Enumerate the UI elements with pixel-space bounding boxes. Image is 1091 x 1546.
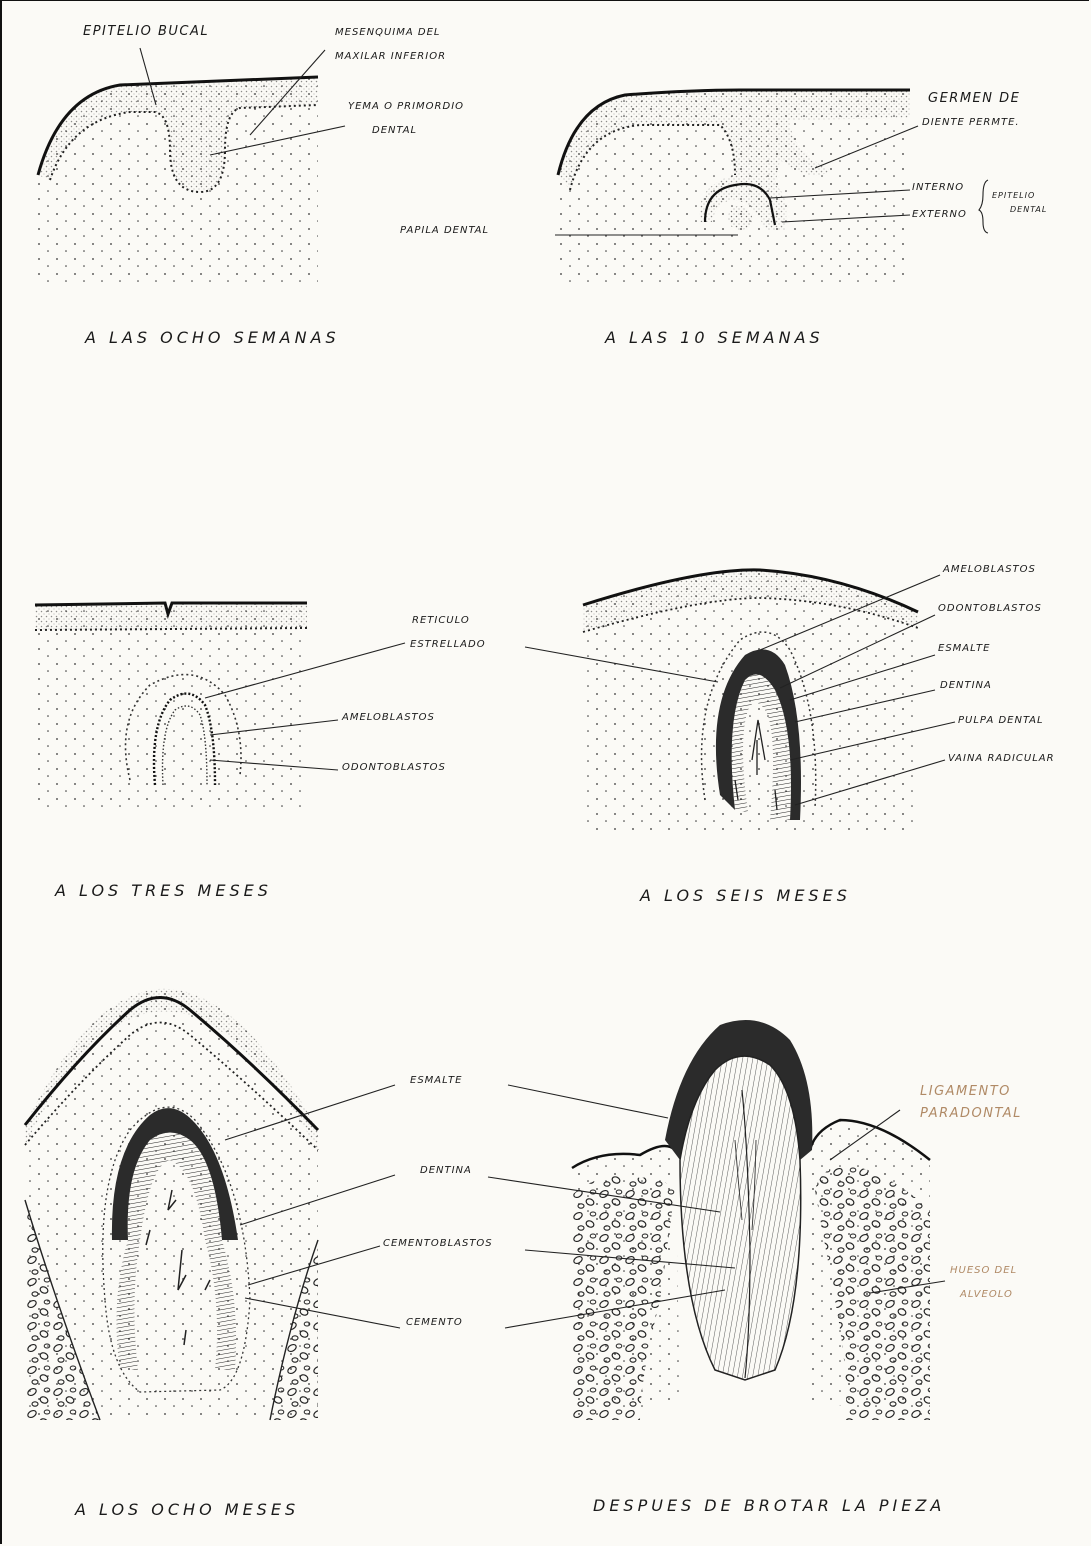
caption-3-months: A LOS TRES MESES: [55, 883, 272, 899]
label-mesenquima-line1: MESENQUIMA DEL: [335, 28, 440, 38]
label-dentina-6m: DENTINA: [940, 681, 992, 691]
label-cementoblastos: CEMENTOBLASTOS: [383, 1239, 493, 1249]
label-esmalte-6m: ESMALTE: [938, 644, 990, 654]
label-cemento: CEMENTO: [406, 1318, 463, 1328]
caption-6-months: A LOS SEIS MESES: [640, 888, 851, 904]
label-germen-line1: GERMEN DE: [928, 92, 1020, 105]
label-dentina-8m: DENTINA: [420, 1166, 472, 1176]
label-yema-line1: YEMA O PRIMORDIO: [348, 102, 464, 112]
label-mesenquima-line2: MAXILAR INFERIOR: [335, 52, 446, 62]
caption-10-weeks: A LAS 10 SEMANAS: [605, 330, 824, 346]
panel-8-months-drawing: [25, 989, 318, 1420]
label-vaina-radicular: VAINA RADICULAR: [948, 754, 1055, 764]
label-hueso-line2: ALVEOLO: [960, 1290, 1013, 1300]
label-reticulo-line1: RETICULO: [412, 616, 470, 626]
label-hueso-line1: HUESO DEL: [950, 1266, 1017, 1276]
label-interno: INTERNO: [912, 183, 964, 193]
label-yema-line2: DENTAL: [372, 126, 417, 136]
panel-3-months-drawing: [35, 603, 307, 808]
label-ameloblastos-3m: AMELOBLASTOS: [342, 713, 435, 723]
label-odontoblastos-6m: ODONTOBLASTOS: [938, 604, 1042, 614]
label-externo: EXTERNO: [912, 210, 967, 220]
label-germen-line2: DIENTE PERMTE.: [922, 118, 1020, 128]
panel-8-weeks-drawing: [38, 77, 318, 282]
label-epitelio-dental-line2: DENTAL: [1010, 206, 1047, 214]
caption-after-eruption: DESPUES DE BROTAR LA PIEZA: [593, 1498, 945, 1514]
label-reticulo-line2: ESTRELLADO: [410, 640, 486, 650]
panel-6-months-drawing: [583, 570, 918, 830]
label-papila-dental: PAPILA DENTAL: [400, 226, 489, 236]
label-epitelio-dental-line1: EPITELIO: [992, 192, 1035, 200]
label-ameloblastos-6m: AMELOBLASTOS: [943, 565, 1036, 575]
label-odontoblastos-3m: ODONTOBLASTOS: [342, 763, 446, 773]
label-ligamento-line2: PARADONTAL: [920, 1107, 1022, 1120]
label-ligamento-line1: LIGAMENTO: [920, 1085, 1011, 1098]
caption-8-months: A LOS OCHO MESES: [75, 1502, 299, 1518]
label-esmalte-8m: ESMALTE: [410, 1076, 462, 1086]
label-pulpa-dental: PULPA DENTAL: [958, 716, 1044, 726]
panel-10-weeks-drawing: [558, 90, 910, 288]
label-epitelio-bucal: EPITELIO BUCAL: [83, 25, 209, 38]
caption-8-weeks: A LAS OCHO SEMANAS: [85, 330, 340, 346]
panel-after-eruption-drawing: [572, 1020, 930, 1420]
